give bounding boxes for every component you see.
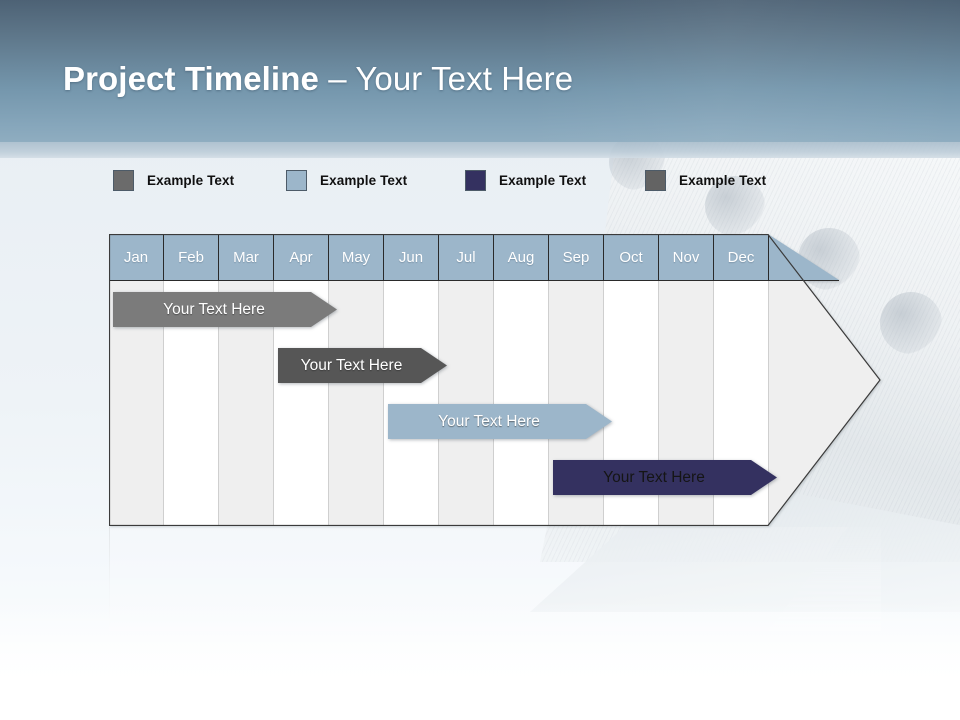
task-bar-2[interactable]: Your Text Here: [278, 348, 447, 383]
legend-item-2[interactable]: Example Text: [286, 170, 407, 191]
month-header-sep[interactable]: Sep: [549, 234, 604, 280]
task-bar-4[interactable]: Your Text Here: [553, 460, 777, 495]
month-header-aug[interactable]: Aug: [494, 234, 549, 280]
month-header-jul[interactable]: Jul: [439, 234, 494, 280]
legend-item-label: Example Text: [147, 173, 235, 188]
month-header-jun[interactable]: Jun: [384, 234, 439, 280]
task-bar-3[interactable]: Your Text Here: [388, 404, 612, 439]
blade-tooth-icon: [880, 292, 942, 354]
page-title-light: – Your Text Here: [318, 60, 574, 97]
legend-item-1[interactable]: Example Text: [113, 170, 234, 191]
legend-item-label: Example Text: [679, 173, 767, 188]
legend-swatch-icon: [286, 170, 307, 191]
legend: Example Text Example Text Example Text E…: [0, 165, 960, 199]
slide-header-band: [0, 0, 960, 142]
blade-tooth-icon: [705, 176, 765, 236]
legend-item-label: Example Text: [499, 173, 587, 188]
legend-swatch-icon: [113, 170, 134, 191]
legend-swatch-icon: [645, 170, 666, 191]
task-bar-label: Your Text Here: [603, 468, 705, 486]
task-bar-label: Your Text Here: [300, 356, 403, 374]
legend-swatch-icon: [465, 170, 486, 191]
legend-item-3[interactable]: Example Text: [465, 170, 586, 191]
month-header-underline: [109, 280, 839, 281]
page-title: Project Timeline – Your Text Here: [63, 60, 573, 98]
month-header-tail: [769, 234, 839, 280]
task-bar-label: Your Text Here: [438, 412, 540, 430]
month-header-mar[interactable]: Mar: [219, 234, 274, 280]
task-bar-label: Your Text Here: [163, 300, 265, 318]
legend-item-label: Example Text: [320, 173, 408, 188]
header-underband: [0, 142, 960, 158]
page-title-bold: Project Timeline: [63, 60, 319, 97]
legend-item-4[interactable]: Example Text: [645, 170, 766, 191]
month-header-dec[interactable]: Dec: [714, 234, 769, 280]
bottom-fade: [0, 600, 960, 720]
month-header-nov[interactable]: Nov: [659, 234, 714, 280]
task-bar-1[interactable]: Your Text Here: [113, 292, 337, 327]
header-sheen: [0, 0, 960, 142]
month-header-may[interactable]: May: [329, 234, 384, 280]
month-header-jan[interactable]: Jan: [109, 234, 164, 280]
month-header-oct[interactable]: Oct: [604, 234, 659, 280]
month-header-apr[interactable]: Apr: [274, 234, 329, 280]
month-header-feb[interactable]: Feb: [164, 234, 219, 280]
